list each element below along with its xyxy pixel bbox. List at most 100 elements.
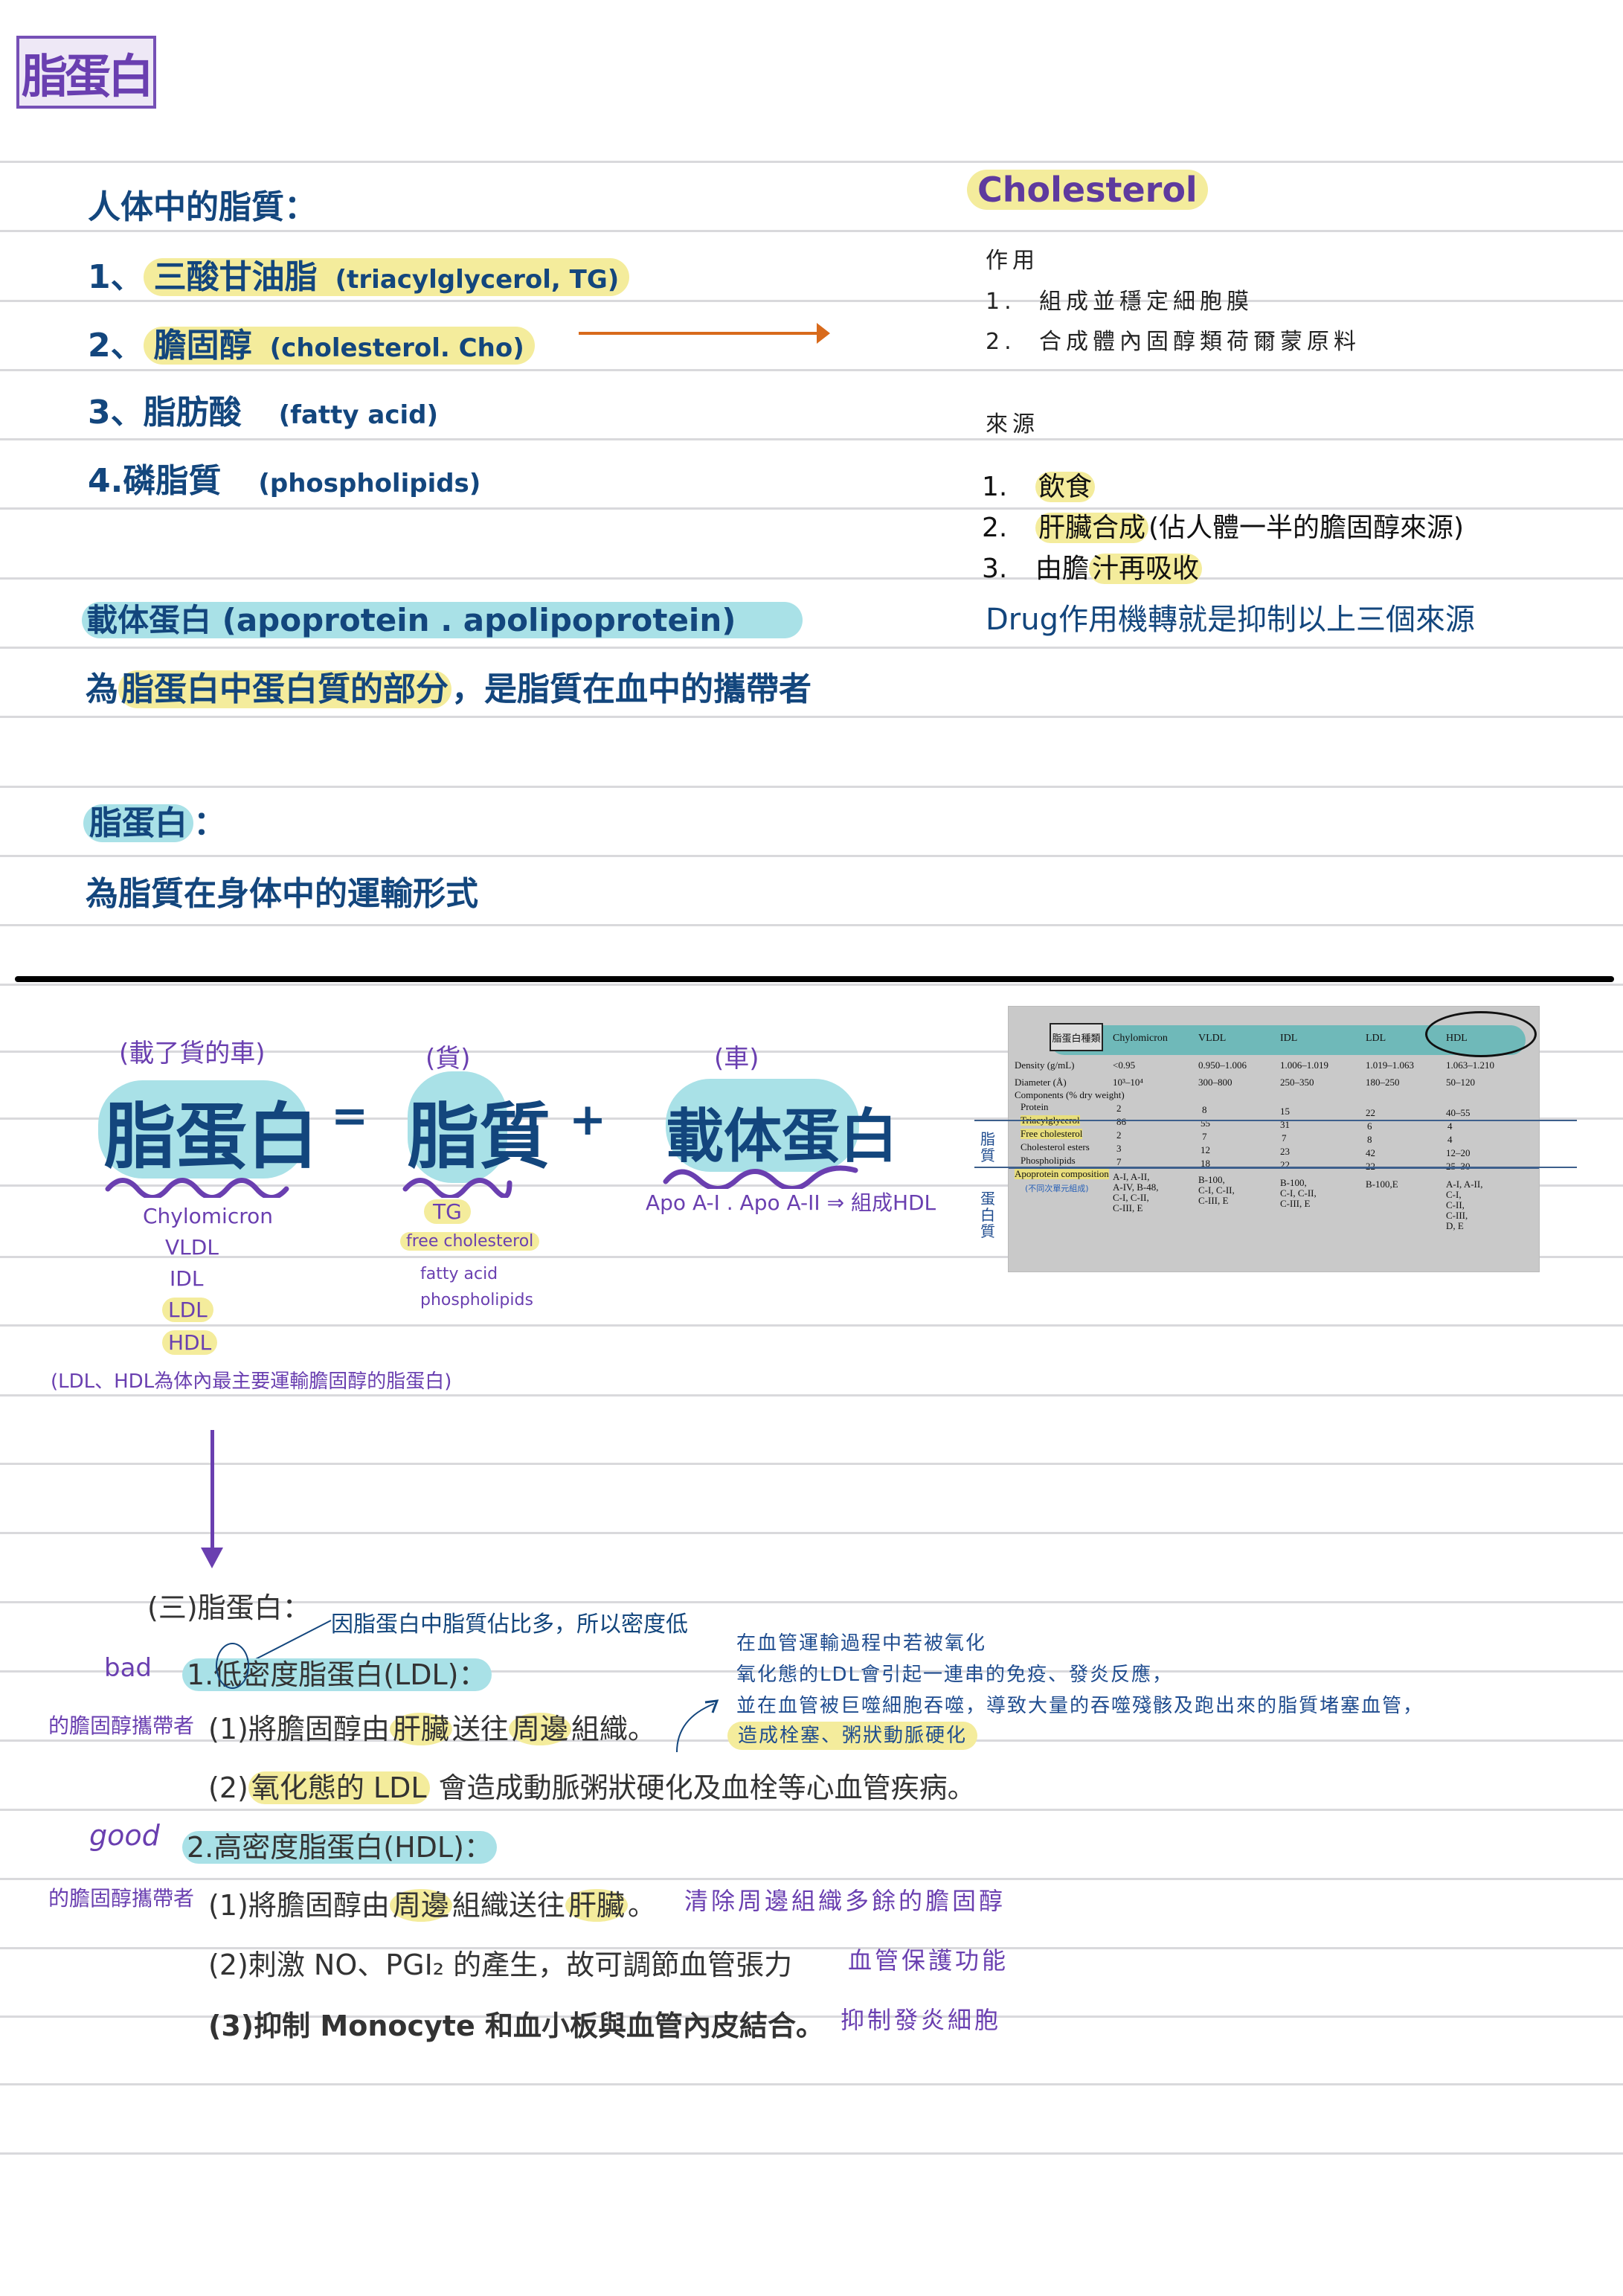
table-cell: 7 xyxy=(1282,1132,1287,1144)
table-cell: 31 xyxy=(1280,1119,1290,1130)
ruled-line xyxy=(0,1601,1623,1603)
text: (1)將膽固醇由 xyxy=(208,1713,390,1745)
plus-sign: + xyxy=(569,1094,607,1146)
lipid-item: 1、三酸甘油脂(triacylglycerol, TG) xyxy=(88,250,630,298)
arrow-head-icon xyxy=(201,1548,223,1568)
oxidation-note-highlight: 造成栓塞、粥狀動脈硬化 xyxy=(727,1722,978,1750)
function-item: 2.合成體內固醇類荷爾蒙原料 xyxy=(986,323,1360,356)
side-label-protein: 蛋白質 xyxy=(980,1190,995,1240)
ruled-line xyxy=(0,1256,1623,1258)
table-cell: 42 xyxy=(1366,1147,1375,1158)
apo-note: Apo A-I . Apo A-II ⇒ 組成HDL xyxy=(646,1190,936,1215)
table-cell: 7 xyxy=(1202,1131,1207,1142)
lipoprotein-type: LDL xyxy=(162,1298,213,1322)
lipids-heading-text: 人体中的脂質： xyxy=(88,188,317,226)
density-note: 因脂蛋白中脂質佔比多，所以密度低 xyxy=(331,1612,688,1638)
table-header-label: 脂蛋白種類 xyxy=(1050,1023,1103,1051)
highlight: 肝臟 xyxy=(565,1889,628,1922)
lipid-item-number: 1、 xyxy=(88,258,144,296)
source-highlight: 汁再吸收 xyxy=(1089,554,1203,584)
table-cell: 6 xyxy=(1367,1120,1372,1132)
ruled-line xyxy=(0,2083,1623,2085)
ruled-line xyxy=(0,1394,1623,1396)
lipid-item-zh: 膽固醇 xyxy=(153,327,252,365)
table-cell: 12–20 xyxy=(1446,1147,1471,1158)
lhs-term: 脂蛋白 xyxy=(104,1095,318,1179)
ruled-line xyxy=(0,369,1623,371)
function-label: 作用 xyxy=(986,248,1039,274)
wavy-underline xyxy=(105,1178,289,1198)
lipid-type: phospholipids xyxy=(420,1291,533,1309)
lipoprotein-type: HDL xyxy=(162,1330,218,1355)
ruled-line xyxy=(0,1878,1623,1880)
ruled-line xyxy=(0,230,1623,232)
ldl-side-note: 的膽固醇攜帶者 xyxy=(48,1713,195,1738)
table-column-header: VLDL xyxy=(1198,1033,1227,1044)
table-row-label: Apoprotein composition xyxy=(1015,1168,1109,1179)
ruled-line xyxy=(0,161,1623,163)
ruled-line xyxy=(0,1670,1623,1673)
apo-note: (不同次單元組成) xyxy=(1025,1184,1089,1193)
rhs-note: (車) xyxy=(714,1044,759,1074)
apoprotein-heading-text: 載体蛋白 (apoprotein . apolipoprotein) xyxy=(82,602,803,638)
table-row-label: Cholesterol esters xyxy=(1021,1141,1090,1152)
table-cell: 40–55 xyxy=(1446,1107,1471,1118)
equals-sign: = xyxy=(331,1090,369,1142)
hdl-point-2: (2)刺激 NO、PGI₂ 的產生，故可調節血管張力 xyxy=(208,1949,793,1981)
source-text: 由膽 xyxy=(1035,554,1090,584)
function-item: 1.組成並穩定細胞膜 xyxy=(986,283,1253,315)
ruled-line xyxy=(0,855,1623,857)
hdl-point-3-note: 抑制發炎細胞 xyxy=(841,2006,1002,2034)
ruled-line xyxy=(0,984,1623,986)
hdl-point-3: (3)抑制 Monocyte 和血小板與血管內皮結合。 xyxy=(208,2010,824,2042)
lipid-item: 2、膽固醇(cholesterol. Cho) xyxy=(88,318,535,366)
lipid-item-number: 3、 xyxy=(88,394,144,432)
annotation-line-extension xyxy=(974,1120,1577,1121)
ruled-line xyxy=(0,1809,1623,1811)
mid-term: 脂質 xyxy=(408,1095,550,1179)
table-cell: B-100,E xyxy=(1366,1179,1398,1190)
text: 組織送往 xyxy=(451,1889,565,1922)
highlight: 肝臟 xyxy=(389,1713,452,1745)
table-cell: 8 xyxy=(1202,1104,1207,1115)
arrow-to-cholesterol xyxy=(579,332,824,335)
annotation-line xyxy=(1009,1167,1539,1169)
table-column-header: LDL xyxy=(1366,1033,1386,1044)
text: (1)將膽固醇由 xyxy=(208,1889,390,1922)
source-item: 1.飲食 xyxy=(982,465,1096,504)
lipid-item-number: 4. xyxy=(88,462,123,500)
ruled-line xyxy=(0,1532,1623,1534)
table-cell: <0.95 xyxy=(1113,1059,1136,1071)
ruled-line xyxy=(0,924,1623,926)
source-highlight: 飲食 xyxy=(1035,472,1096,502)
lipoprotein-type: VLDL xyxy=(165,1235,219,1260)
ruled-line xyxy=(0,716,1623,718)
table-cell: B-100, C-I, C-II, C-III, E xyxy=(1198,1174,1235,1206)
page-title-text: 脂蛋白 xyxy=(21,49,154,103)
table-row-label: Protein xyxy=(1021,1101,1049,1112)
cholesterol-title: Cholesterol xyxy=(967,170,1208,210)
ruled-line xyxy=(0,1324,1623,1327)
rhs-highlight xyxy=(666,1079,859,1172)
ruled-line xyxy=(0,507,1623,510)
text: (2) xyxy=(208,1771,248,1804)
table-cell: 15 xyxy=(1280,1106,1290,1117)
lipid-item-zh: 磷脂質 xyxy=(123,462,222,500)
oxidation-note: 並在血管被巨噬細胞吞噬，導致大量的吞噬殘骸及跑出來的脂質堵塞血管， xyxy=(736,1695,1424,1717)
lipoprotein-footnote: (LDL、HDL為体內最主要運輸膽固醇的脂蛋白) xyxy=(51,1370,452,1393)
table-cell: 1.019–1.063 xyxy=(1366,1059,1414,1071)
section-divider xyxy=(15,976,1614,982)
hdl-side-note: 的膽固醇攜帶者 xyxy=(48,1886,195,1911)
source-text: (佔人體一半的膽固醇來源) xyxy=(1148,513,1465,543)
source-item: 3. 由膽汁再吸收 xyxy=(982,547,1203,586)
table-cell: 0.950–1.006 xyxy=(1198,1059,1247,1071)
circle-annotation xyxy=(216,1643,249,1689)
table-cell: 1.006–1.019 xyxy=(1280,1059,1328,1071)
lipid-item-zh: 脂肪酸 xyxy=(143,394,242,432)
ruled-line xyxy=(0,1184,1623,1187)
source-number: 3. xyxy=(982,554,1008,584)
apoprotein-desc-pre: 為 xyxy=(86,670,118,708)
apoprotein-desc-rest: ，是脂質在血中的攜帶者 xyxy=(451,670,812,708)
oxidation-note: 氧化態的LDL會引起一連串的免疫、發炎反應， xyxy=(736,1664,1173,1686)
